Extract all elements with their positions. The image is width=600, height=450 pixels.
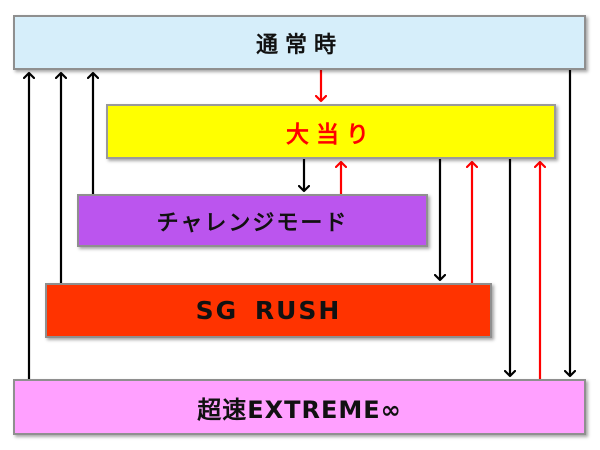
node-normal-label: 通常時 bbox=[255, 32, 343, 58]
node-extreme: 超速EXTREME∞ bbox=[13, 379, 586, 435]
node-challenge-mode-label: チャレンジモード bbox=[156, 210, 349, 236]
node-jackpot: 大当り bbox=[106, 104, 556, 159]
node-sg-rush: SG RUSH bbox=[45, 283, 492, 338]
node-challenge-mode: チャレンジモード bbox=[77, 194, 428, 247]
node-jackpot-label: 大当り bbox=[286, 121, 376, 148]
node-extreme-label: 超速EXTREME∞ bbox=[197, 395, 402, 424]
node-sg-rush-label: SG RUSH bbox=[195, 296, 342, 325]
node-normal: 通常時 bbox=[13, 15, 586, 70]
